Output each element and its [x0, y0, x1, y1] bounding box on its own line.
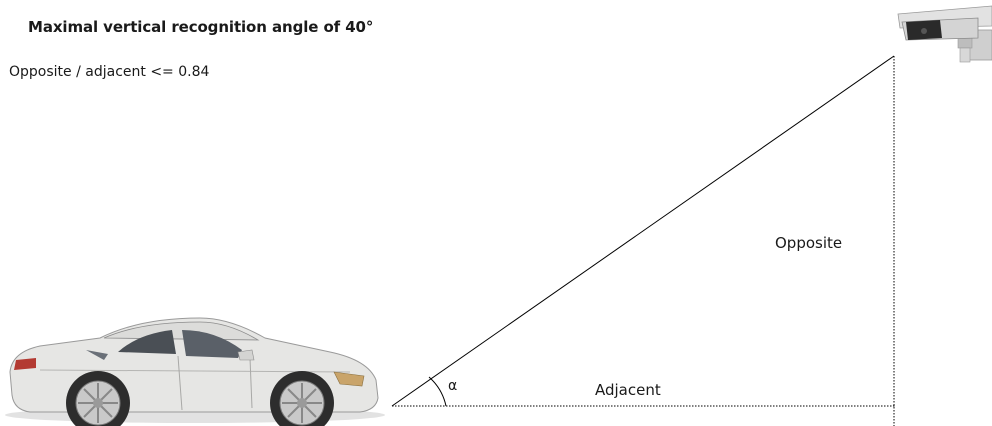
opposite-label: Opposite: [775, 234, 842, 252]
ratio-formula: Opposite / adjacent <= 0.84: [9, 64, 210, 80]
camera-icon: [897, 5, 992, 63]
hypotenuse-line: [391, 55, 895, 407]
page-title: Maximal vertical recognition angle of 40…: [28, 18, 374, 36]
car-icon: [5, 317, 385, 426]
angle-label: α: [448, 378, 457, 394]
adjacent-label: Adjacent: [595, 381, 661, 399]
angle-arc: [428, 376, 447, 407]
